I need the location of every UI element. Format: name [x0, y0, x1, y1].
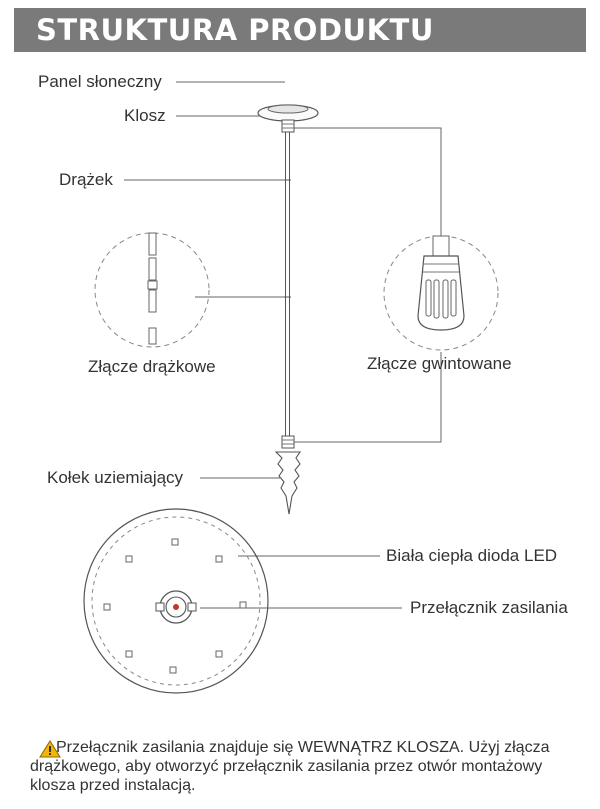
page-title: STRUKTURA PRODUKTU [36, 13, 434, 47]
rod-connector-detail [94, 232, 210, 348]
leader-line-threaded-top [293, 127, 442, 236]
leader-line-threaded-bottom [292, 352, 442, 443]
top-threaded-connector [281, 119, 295, 133]
solar-panel [267, 104, 309, 114]
label-cover: Klosz [124, 106, 166, 125]
cover-bottom-view [83, 508, 269, 694]
ground-stake [274, 435, 302, 515]
label-solar-panel: Panel słoneczny [38, 72, 162, 91]
rod [285, 131, 290, 438]
label-led: Biała ciepła dioda LED [386, 546, 558, 565]
warning-note: Przełącznik zasilania znajduje się WEWNĄ… [30, 738, 575, 795]
label-rod: Drążek [59, 170, 113, 189]
label-ground-stake: Kołek uziemiający [47, 468, 184, 487]
led-markers [103, 538, 247, 674]
warning-text: Przełącznik zasilania znajduje się WEWNĄ… [30, 739, 550, 794]
power-switch [155, 590, 197, 624]
header-bar: STRUKTURA PRODUKTU [14, 8, 586, 52]
label-threaded-connector: Złącze gwintowane [367, 354, 512, 373]
label-rod-connector: Złącze drążkowe [88, 357, 216, 376]
threaded-connector-detail [383, 235, 499, 351]
warning-triangle-icon [39, 740, 61, 758]
label-power-switch: Przełącznik zasilania [410, 598, 568, 617]
